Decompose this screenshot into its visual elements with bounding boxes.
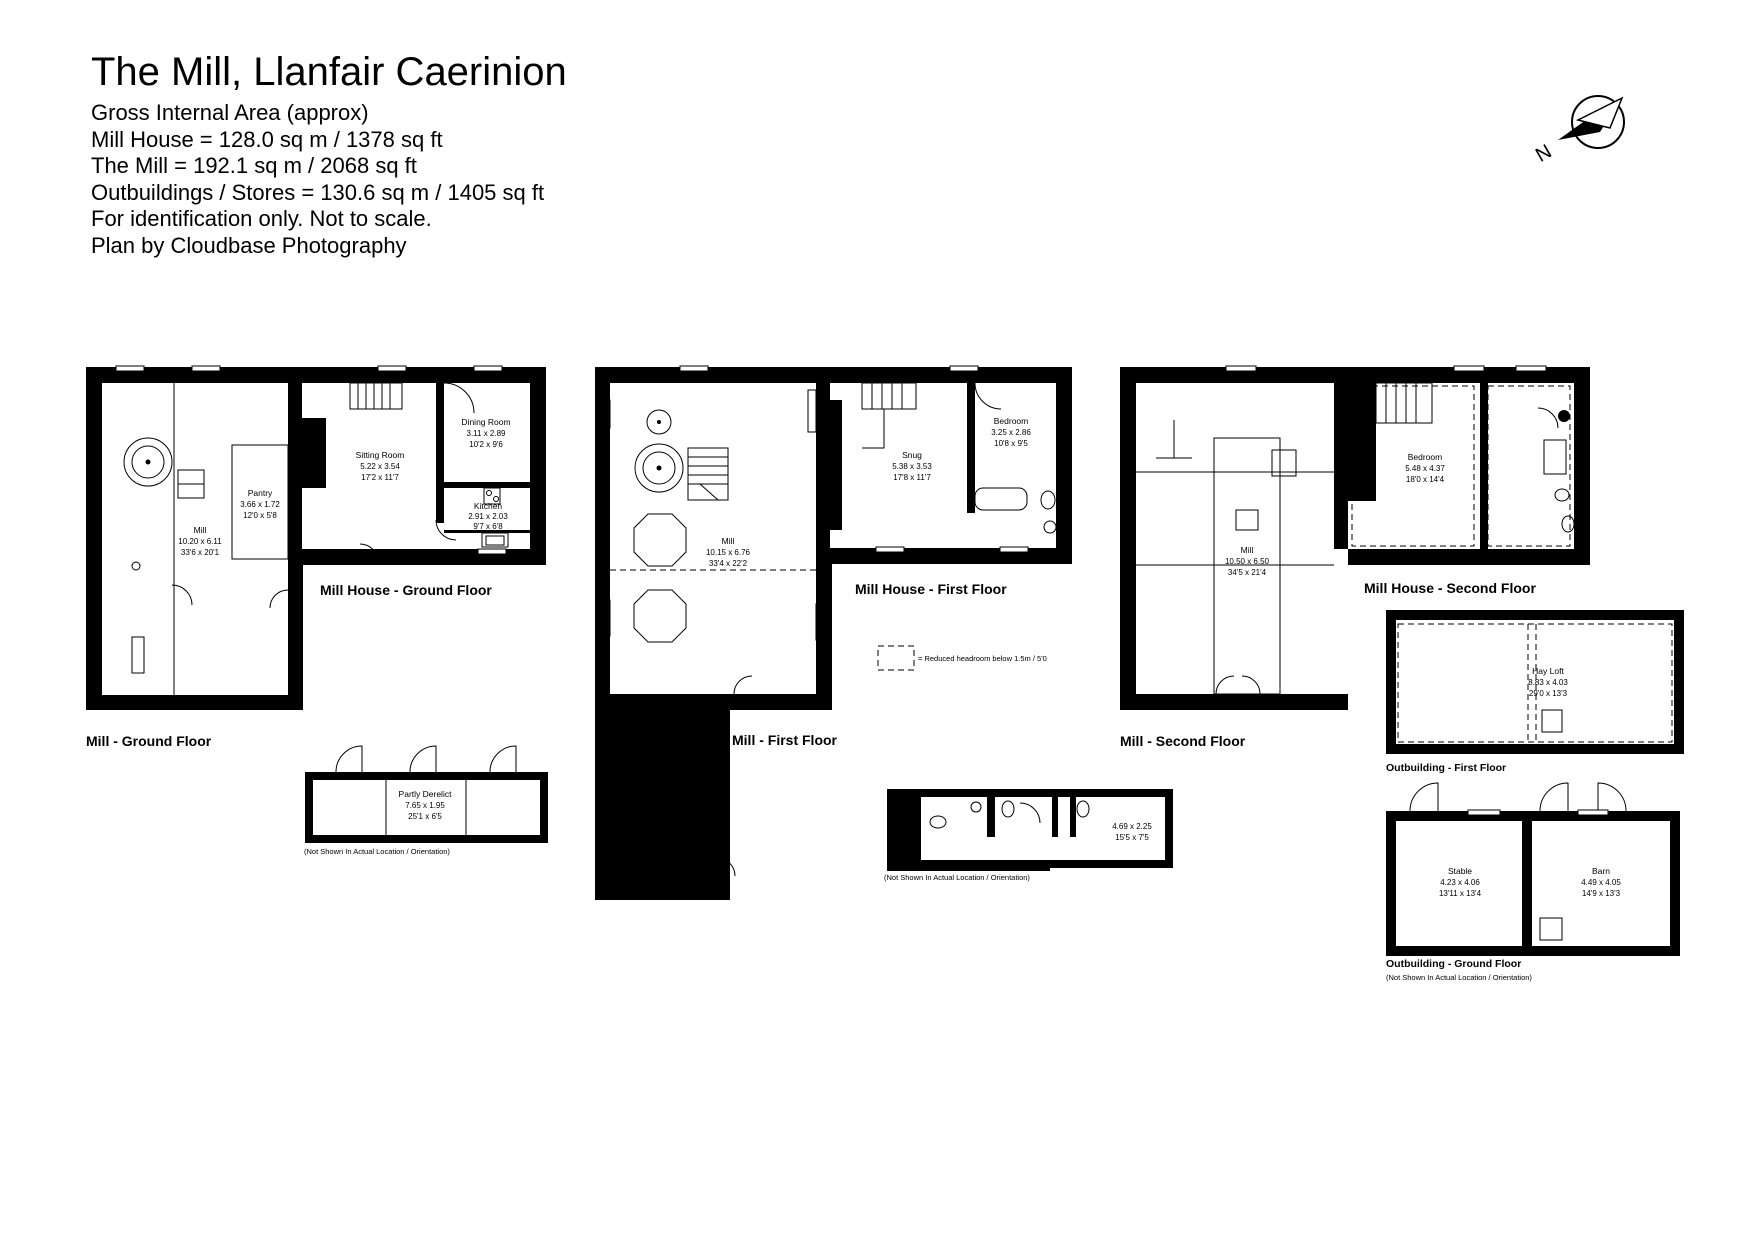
room-label-stable: Stable 4.23 x 4.06 13'11 x 13'4 — [1439, 866, 1482, 898]
north-compass-icon: N — [1532, 95, 1625, 167]
room-label-partly-derelict: Partly Derelict 7.65 x 1.95 25'1 x 6'5 — [399, 789, 453, 821]
plan-header: The Mill, Llanfair Caerinion Gross Inter… — [91, 48, 567, 259]
room-name: Barn — [1592, 866, 1610, 876]
room-dim-metric: 5.38 x 3.53 — [892, 462, 932, 471]
room-label-barn: Barn 4.49 x 4.05 14'9 x 13'3 — [1581, 866, 1621, 898]
room-dim-imperial: 12'6 x 5'8 — [643, 870, 677, 879]
room-name: Pantry — [248, 488, 273, 498]
disclaimer: For identification only. Not to scale. — [91, 206, 432, 231]
room-label-wc-block: 4.69 x 2.25 15'5 x 7'5 — [1112, 822, 1152, 842]
room-name: Bedroom — [1408, 452, 1443, 462]
room-name: Store — [650, 755, 671, 765]
room-dim-imperial: 33'6 x 20'1 — [181, 548, 220, 557]
room-name: Store — [650, 847, 671, 857]
room-label-mill-gf: Mill 10.20 x 6.11 33'6 x 20'1 — [178, 525, 222, 557]
room-label-hay-loft: Hay Loft 8.83 x 4.03 29'0 x 13'3 — [1528, 666, 1568, 698]
not-shown-note: (Not Shown In Actual Location / Orientat… — [884, 873, 1030, 882]
room-label-mill-sf: Mill 10.50 x 6.50 34'5 x 21'4 — [1225, 545, 1270, 577]
room-dim-metric: 2.91 x 2.03 — [468, 512, 508, 521]
room-name: Kitchen — [474, 501, 503, 511]
partly-derelict-plan: Partly Derelict 7.65 x 1.95 25'1 x 6'5 — [305, 745, 548, 843]
area-outbuildings: Outbuildings / Stores = 130.6 sq m / 140… — [91, 179, 545, 205]
room-dim-imperial: 12'0 x 5'8 — [243, 511, 277, 520]
room-dim-metric: 10.15 x 6.76 — [706, 548, 751, 557]
floor-label-mill-ground: Mill - Ground Floor — [86, 733, 212, 749]
room-label-mill-ff: Mill 10.15 x 6.76 33'4 x 22'2 — [706, 536, 751, 568]
room-dim-imperial: 33'4 x 22'2 — [709, 559, 748, 568]
room-name: Stable — [1448, 866, 1472, 876]
room-label-sitting-room: Sitting Room 5.22 x 3.54 17'2 x 11'7 — [356, 450, 405, 482]
not-shown-note: (Not Shown In Actual Location / Orientat… — [304, 847, 450, 856]
room-name: Sitting Room — [356, 450, 405, 460]
room-name: Partly Derelict — [399, 789, 453, 799]
room-dim-imperial: 25'1 x 6'5 — [408, 812, 442, 821]
room-dim-metric: 3.11 x 2.89 — [467, 429, 507, 438]
area-mill-house: Mill House = 128.0 sq m / 1378 sq ft — [91, 126, 443, 152]
floor-label-mill-second: Mill - Second Floor — [1120, 733, 1246, 749]
room-name: Mill — [722, 536, 735, 546]
room-dim-imperial: 13'11 x 13'4 — [1439, 889, 1482, 898]
wc-block-plan: 4.69 x 2.25 15'5 x 7'5 — [887, 789, 1173, 871]
room-name: Dining Room — [461, 417, 510, 427]
room-dim-metric: 10.50 x 6.50 — [1225, 557, 1270, 566]
room-label-store-2: Store 3.80 x 1.72 12'6 x 5'8 — [640, 847, 680, 879]
room-name: Bedroom — [994, 416, 1029, 426]
room-dim-imperial: 13'1 x 12'2 — [641, 778, 680, 787]
floor-label-mill-first: Mill - First Floor — [732, 732, 838, 748]
room-label-bedroom-ff: Bedroom 3.25 x 2.86 10'8 x 9'5 — [991, 416, 1031, 448]
room-dim-imperial: 14'9 x 13'3 — [1582, 889, 1621, 898]
floor-label-house-second: Mill House - Second Floor — [1364, 580, 1536, 596]
room-name: Snug — [902, 450, 922, 460]
not-shown-note: (Not Shown In Actual Location / Orientat… — [1386, 973, 1532, 982]
floor-label-outbuilding-ground: Outbuilding - Ground Floor — [1386, 958, 1521, 970]
room-label-dining-room: Dining Room 3.11 x 2.89 10'2 x 9'6 — [461, 417, 510, 449]
room-dim-metric: 4.23 x 4.06 — [1440, 878, 1480, 887]
room-dim-imperial: 10'8 x 9'5 — [994, 439, 1028, 448]
room-label-store-1: Store 4.00 x 3.70 13'1 x 12'2 — [640, 755, 680, 787]
room-label-kitchen: Kitchen 2.91 x 2.03 9'7 x 6'8 — [468, 501, 508, 531]
room-dim-imperial: 17'2 x 11'7 — [361, 473, 399, 482]
stable-barn-plan: Stable 4.23 x 4.06 13'11 x 13'4 Barn 4.4… — [1386, 782, 1680, 956]
room-dim-metric: 4.49 x 4.05 — [1581, 878, 1621, 887]
room-name: Hay Loft — [1532, 666, 1564, 676]
floor-label-outbuilding-first: Outbuilding - First Floor — [1386, 762, 1506, 774]
legend-text: = Reduced headroom below 1.5m / 5'0 — [918, 654, 1047, 663]
room-dim-metric: 8.83 x 4.03 — [1528, 678, 1568, 687]
room-label-pantry: Pantry 3.66 x 1.72 12'0 x 5'8 — [240, 488, 280, 520]
room-dim-metric: 7.65 x 1.95 — [405, 801, 445, 810]
mill-second-floor-plan: Mill 10.50 x 6.50 34'5 x 21'4 Bedroom 5.… — [1120, 365, 1590, 710]
credit: Plan by Cloudbase Photography — [91, 232, 407, 258]
room-dim-metric: 4.69 x 2.25 — [1112, 822, 1152, 831]
room-name: Mill — [194, 525, 207, 535]
area-heading: Gross Internal Area (approx) — [91, 100, 369, 125]
room-dim-imperial: 10'2 x 9'6 — [469, 440, 503, 449]
room-dim-metric: 3.25 x 2.86 — [991, 428, 1031, 437]
room-dim-metric: 3.80 x 1.72 — [640, 859, 680, 868]
room-dim-imperial: 34'5 x 21'4 — [1228, 568, 1267, 577]
room-name: Mill — [1241, 545, 1254, 555]
room-dim-imperial: 29'0 x 13'3 — [1529, 689, 1568, 698]
room-dim-metric: 10.20 x 6.11 — [178, 537, 222, 546]
mill-ground-floor-plan: Mill 10.20 x 6.11 33'6 x 20'1 Pantry 3.6… — [86, 365, 546, 710]
hay-loft-plan: Hay Loft 8.83 x 4.03 29'0 x 13'3 — [1386, 610, 1684, 754]
headroom-legend: = Reduced headroom below 1.5m / 5'0 — [877, 645, 1047, 671]
plan-title: The Mill, Llanfair Caerinion — [91, 50, 567, 94]
room-dim-imperial: 9'7 x 6'8 — [473, 522, 503, 531]
compass-letter: N — [1532, 141, 1556, 167]
room-dim-imperial: 17'8 x 11'7 — [893, 473, 931, 482]
mill-first-floor-plan: Mill 10.15 x 6.76 33'4 x 22'2 Store 4.00… — [595, 365, 1072, 900]
floor-label-house-first: Mill House - First Floor — [855, 581, 1007, 597]
room-dim-metric: 5.22 x 3.54 — [360, 462, 400, 471]
room-dim-imperial: 15'5 x 7'5 — [1115, 833, 1149, 842]
room-label-bedroom-sf: Bedroom 5.48 x 4.37 18'0 x 14'4 — [1405, 452, 1445, 484]
room-dim-metric: 5.48 x 4.37 — [1405, 464, 1445, 473]
floor-label-house-ground: Mill House - Ground Floor — [320, 582, 492, 598]
room-label-snug: Snug 5.38 x 3.53 17'8 x 11'7 — [892, 450, 932, 482]
room-dim-imperial: 18'0 x 14'4 — [1406, 475, 1445, 484]
area-the-mill: The Mill = 192.1 sq m / 2068 sq ft — [91, 153, 417, 178]
room-dim-metric: 4.00 x 3.70 — [640, 767, 680, 776]
room-dim-metric: 3.66 x 1.72 — [240, 500, 280, 509]
